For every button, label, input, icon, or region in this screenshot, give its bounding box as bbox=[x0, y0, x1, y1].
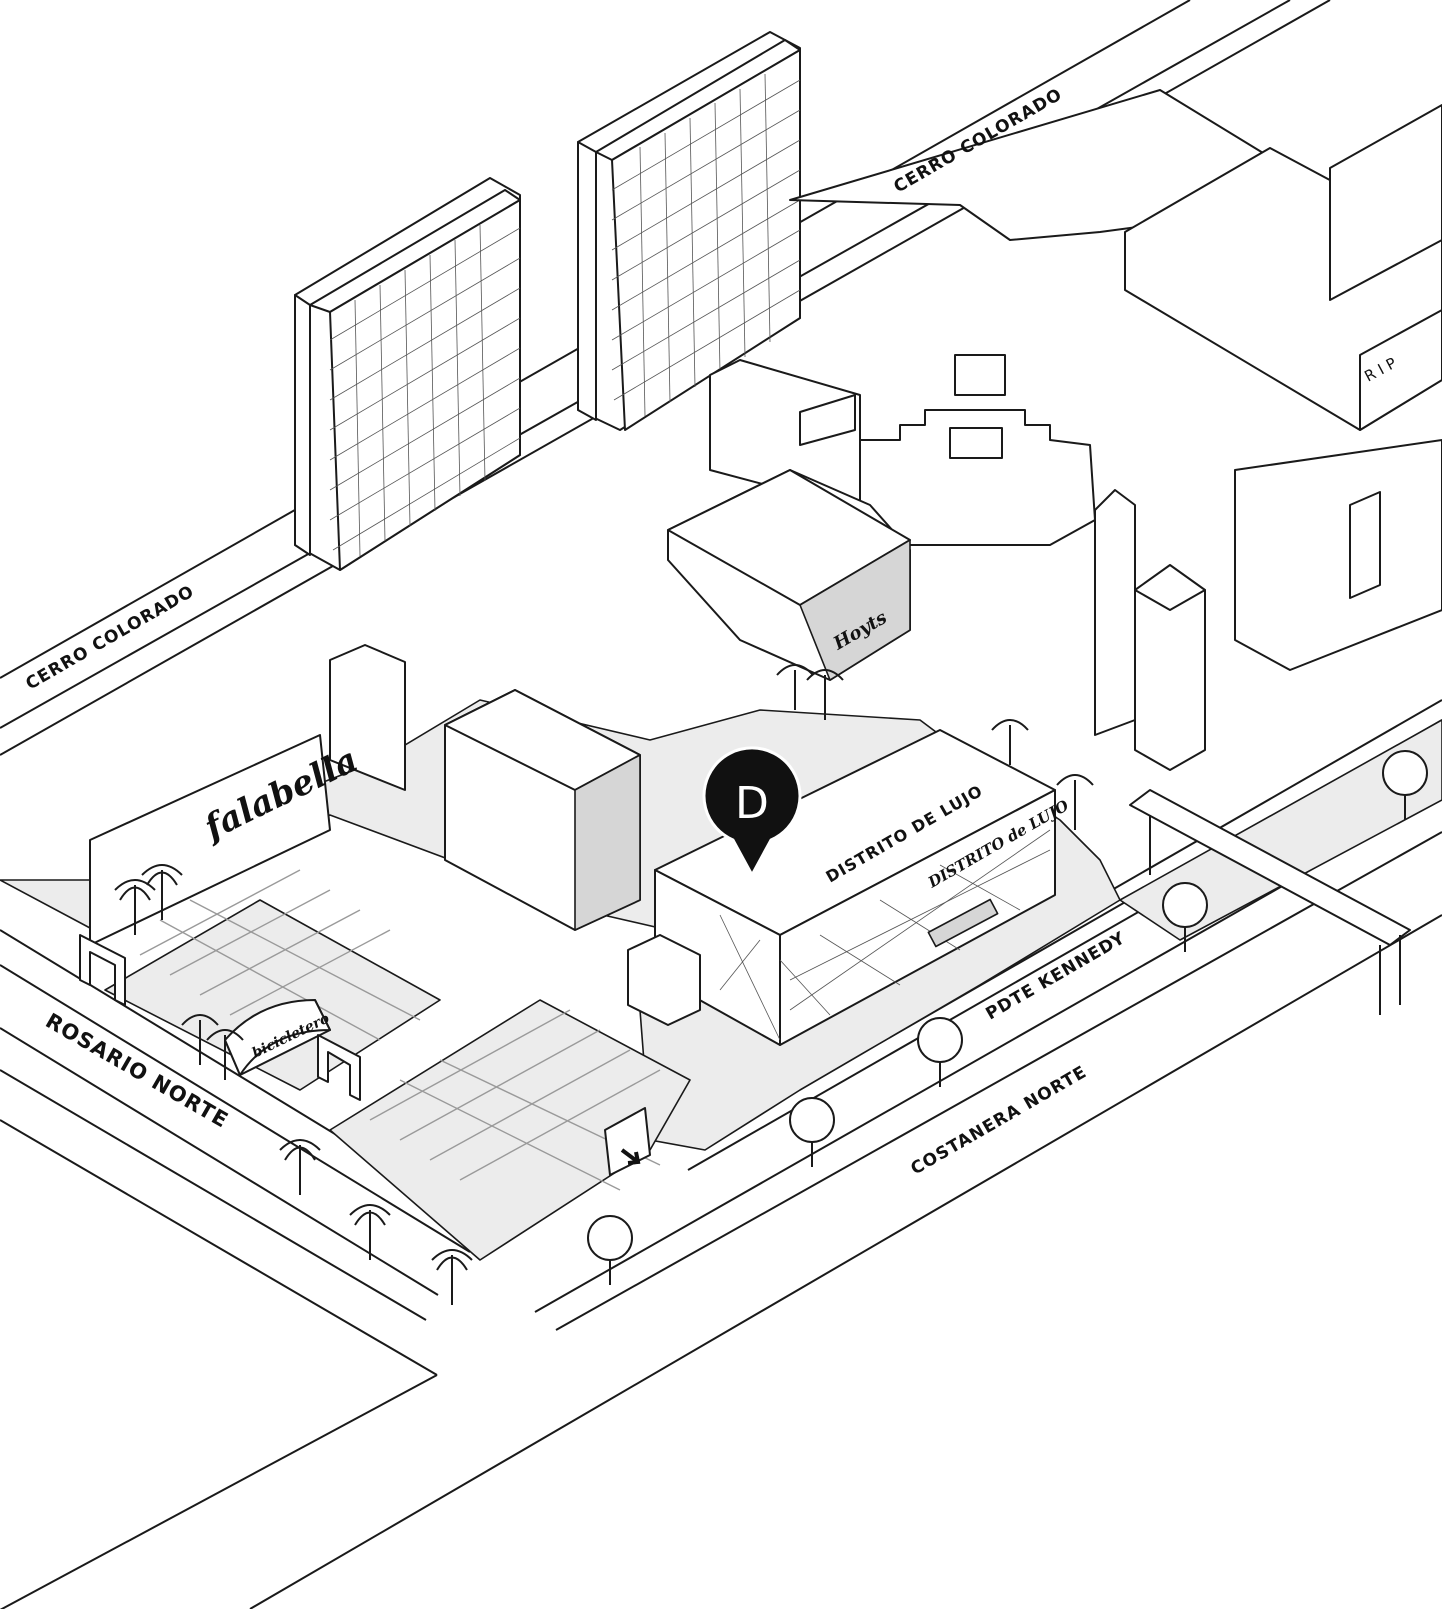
parking-entry bbox=[604, 1107, 651, 1176]
tree-icon bbox=[789, 1097, 835, 1167]
palm-tree-icon bbox=[991, 719, 1029, 765]
tree-icon bbox=[917, 1017, 963, 1087]
office-tower-right bbox=[577, 31, 801, 431]
bicicletero-shelter bbox=[224, 999, 331, 1076]
pedestrian-bridge bbox=[1129, 789, 1411, 1015]
palm-tree-icon bbox=[181, 1014, 219, 1065]
gates bbox=[79, 934, 361, 1101]
hoyts-building bbox=[667, 469, 911, 681]
street-label-cerro-colorado-left: CERRO COLORADO bbox=[23, 581, 198, 694]
distrito-de-lujo-building bbox=[627, 729, 1056, 1046]
palm-tree-icon bbox=[141, 864, 183, 920]
marker-letter: D bbox=[735, 778, 769, 829]
trees bbox=[114, 664, 1428, 1305]
palm-tree-icon bbox=[279, 1139, 321, 1195]
palm-tree-icon bbox=[431, 1249, 473, 1305]
tree-icon bbox=[587, 1215, 633, 1285]
street-label-costanera-norte: COSTANERA NORTE bbox=[908, 1062, 1091, 1179]
parking-lots bbox=[139, 869, 661, 1191]
palm-tree-icon bbox=[776, 664, 814, 710]
office-tower-left bbox=[294, 177, 521, 571]
palm-tree-icon bbox=[349, 1204, 391, 1260]
palm-tree-icon bbox=[806, 669, 844, 720]
palm-tree-icon bbox=[114, 879, 156, 935]
location-pin-icon[interactable]: D bbox=[702, 746, 802, 879]
palm-tree-icon bbox=[206, 1029, 244, 1080]
tree-icon bbox=[1162, 882, 1208, 952]
tree-icon bbox=[1382, 750, 1428, 820]
clock-towers bbox=[1094, 489, 1206, 771]
palm-tree-icon bbox=[1056, 774, 1094, 830]
central-block bbox=[89, 644, 641, 946]
mall-back-buildings bbox=[709, 89, 1442, 671]
entry-arrow-icon bbox=[620, 1148, 641, 1165]
